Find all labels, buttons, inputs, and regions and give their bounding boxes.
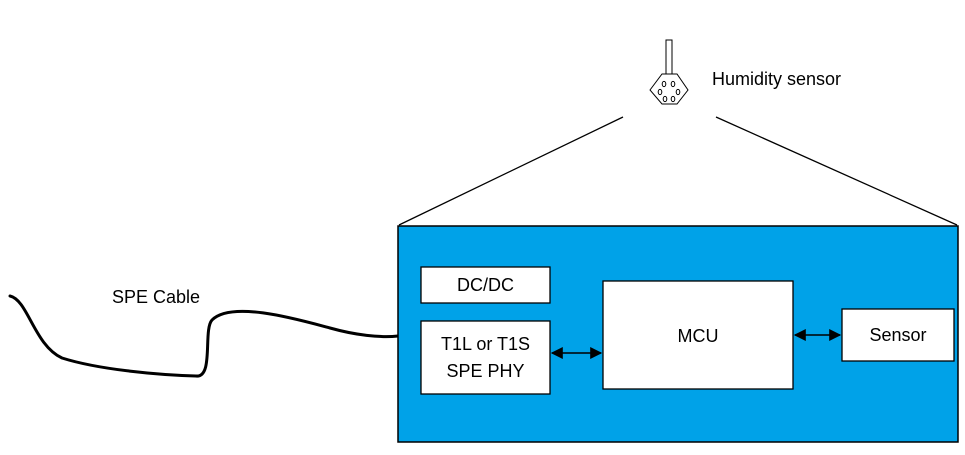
phy-block (420, 320, 551, 395)
sensor-block (841, 308, 955, 362)
dcdc-block (420, 266, 551, 304)
humidity-sensor-icon (649, 39, 689, 105)
phy-label-line2: SPE PHY (446, 361, 524, 381)
spe-cable (8, 294, 400, 378)
humidity-sensor-label: Humidity sensor (712, 69, 841, 89)
spe-cable-label: SPE Cable (112, 287, 200, 307)
sensor-label: Sensor (869, 325, 926, 345)
zoom-line-right (715, 116, 958, 226)
zoom-line-left (398, 116, 624, 226)
mcu-label: MCU (678, 326, 719, 346)
mcu-block (602, 280, 794, 390)
dcdc-label: DC/DC (457, 275, 514, 295)
phy-label-line1: T1L or T1S (441, 334, 530, 354)
